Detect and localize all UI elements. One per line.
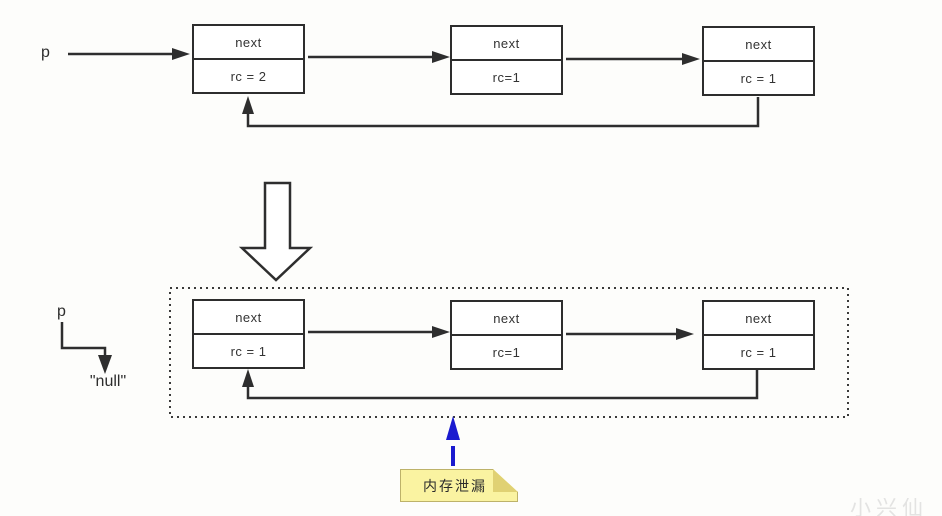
bottom-node-3: next rc = 1 xyxy=(702,300,815,370)
cycle-edge-bottom xyxy=(242,369,759,400)
null-label: "null" xyxy=(89,373,127,390)
big-down-arrow xyxy=(238,181,314,282)
arrow-node4-to-node5 xyxy=(308,326,450,338)
top-node-3: next rc = 1 xyxy=(702,26,815,96)
node-field-label: next xyxy=(493,35,520,51)
arrow-node1-to-node2 xyxy=(308,51,450,63)
node-field-label: next xyxy=(745,36,772,52)
top-node-1: next rc = 2 xyxy=(192,24,305,94)
pointer-p-top: p xyxy=(41,44,50,61)
cycle-edge-top xyxy=(242,96,760,128)
top-node-2: next rc=1 xyxy=(450,25,563,95)
memory-leak-arrow xyxy=(446,416,460,466)
arrow-p-to-node1 xyxy=(68,48,190,60)
node-rc-label: rc=1 xyxy=(452,59,561,93)
node-rc-label: rc=1 xyxy=(452,334,561,368)
bottom-node-2: next rc=1 xyxy=(450,300,563,370)
arrow-node5-to-node6 xyxy=(566,328,694,340)
node-rc-label: rc = 1 xyxy=(704,60,813,94)
node-rc-label: rc = 1 xyxy=(194,333,303,367)
node-field-label: next xyxy=(745,310,772,326)
arrow-p-to-null xyxy=(60,322,112,374)
leaked-region-dotted-box xyxy=(169,287,849,418)
pointer-p-bottom: p xyxy=(57,303,66,320)
arrow-node2-to-node3 xyxy=(566,53,700,65)
node-field-label: next xyxy=(493,310,520,326)
node-rc-label: rc = 2 xyxy=(194,58,303,92)
bottom-node-1: next rc = 1 xyxy=(192,299,305,369)
note-text: 内存泄漏 xyxy=(423,477,487,494)
node-field-label: next xyxy=(235,309,262,325)
watermark: 小兴仙 xyxy=(850,498,928,516)
node-field-label: next xyxy=(235,34,262,50)
node-rc-label: rc = 1 xyxy=(704,334,813,368)
